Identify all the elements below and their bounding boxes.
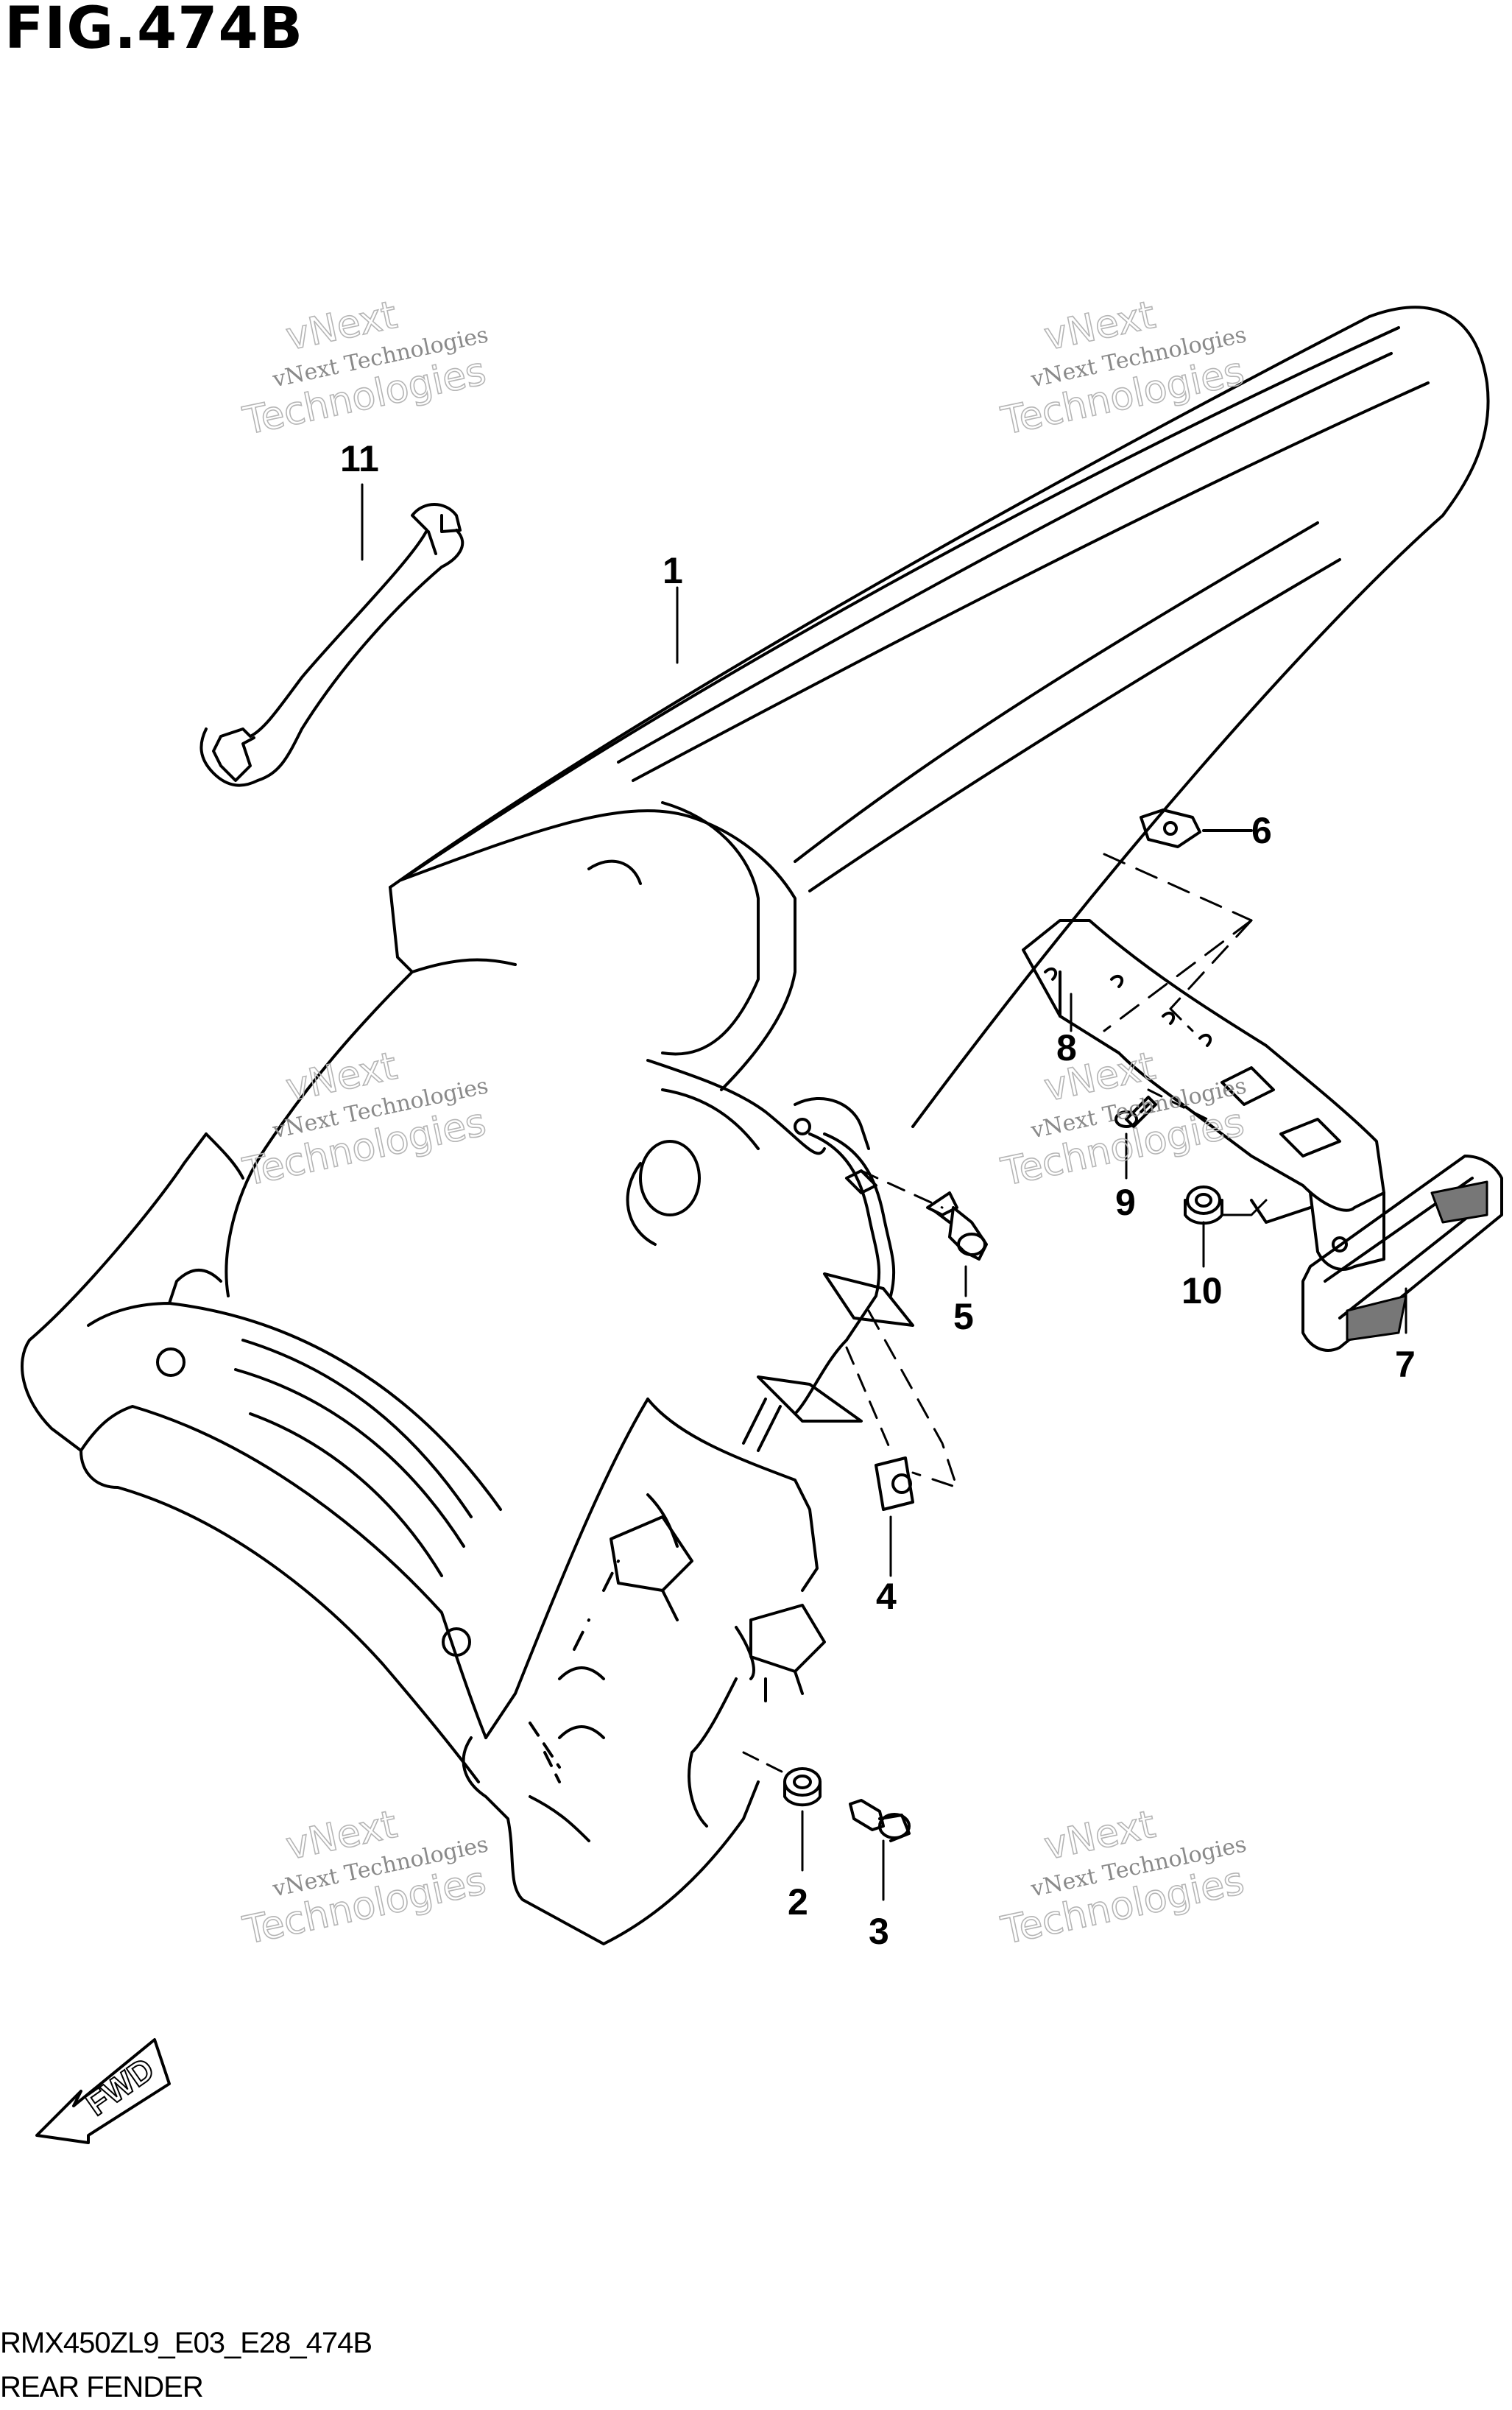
reflector-part[interactable] [1301, 1155, 1503, 1352]
watermark-top-left: vNext vNext Technologies Technologies [239, 292, 490, 445]
wire-clamp [742, 1132, 914, 1452]
callout-7: 7 [1395, 1344, 1416, 1385]
callout-8: 8 [1056, 1027, 1077, 1068]
watermark-bottom-right: vNext vNext Technologies Technologies [997, 1802, 1248, 1954]
leader-lines [361, 483, 1407, 1901]
wrench-tool-part[interactable] [199, 503, 464, 787]
fwd-arrow-icon: FWD [35, 2038, 171, 2144]
callout-11: 11 [340, 438, 379, 479]
callout-9: 9 [1115, 1182, 1136, 1223]
bracket-part[interactable] [1022, 919, 1385, 1271]
callout-2: 2 [788, 1881, 808, 1923]
part-name: REAR FENDER [0, 2371, 204, 2403]
clip-nut-4-part[interactable] [875, 1456, 914, 1511]
rear-fender-part[interactable] [21, 306, 1490, 1945]
callout-5: 5 [953, 1296, 974, 1337]
figure-title: FIG.474B [4, 0, 304, 62]
callout-10: 10 [1181, 1270, 1223, 1311]
watermark-top-right: vNext vNext Technologies Technologies [997, 292, 1248, 445]
screw-9-part[interactable] [1114, 1096, 1157, 1128]
callout-3: 3 [869, 1911, 889, 1952]
nut-10-part[interactable] [1184, 1185, 1223, 1225]
nut-2-part[interactable] [783, 1767, 822, 1807]
bolt-3-part[interactable] [849, 1799, 911, 1842]
watermark-bottom-left: vNext vNext Technologies Technologies [239, 1802, 490, 1954]
callout-1: 1 [663, 550, 683, 591]
model-code: RMX450ZL9_E03_E28_474B [0, 2327, 372, 2359]
callout-labels: 1 2 3 4 5 6 7 8 9 10 11 [340, 438, 1416, 1952]
fwd-label: FWD [80, 2051, 160, 2123]
callout-4: 4 [876, 1576, 897, 1617]
watermark-mid-right: vNext vNext Technologies Technologies [997, 1043, 1248, 1196]
clip-nut-part[interactable] [1140, 808, 1253, 848]
callout-6: 6 [1251, 810, 1272, 851]
bolt-5-part[interactable] [926, 1191, 988, 1261]
watermark-mid-left: vNext vNext Technologies Technologies [239, 1043, 490, 1196]
